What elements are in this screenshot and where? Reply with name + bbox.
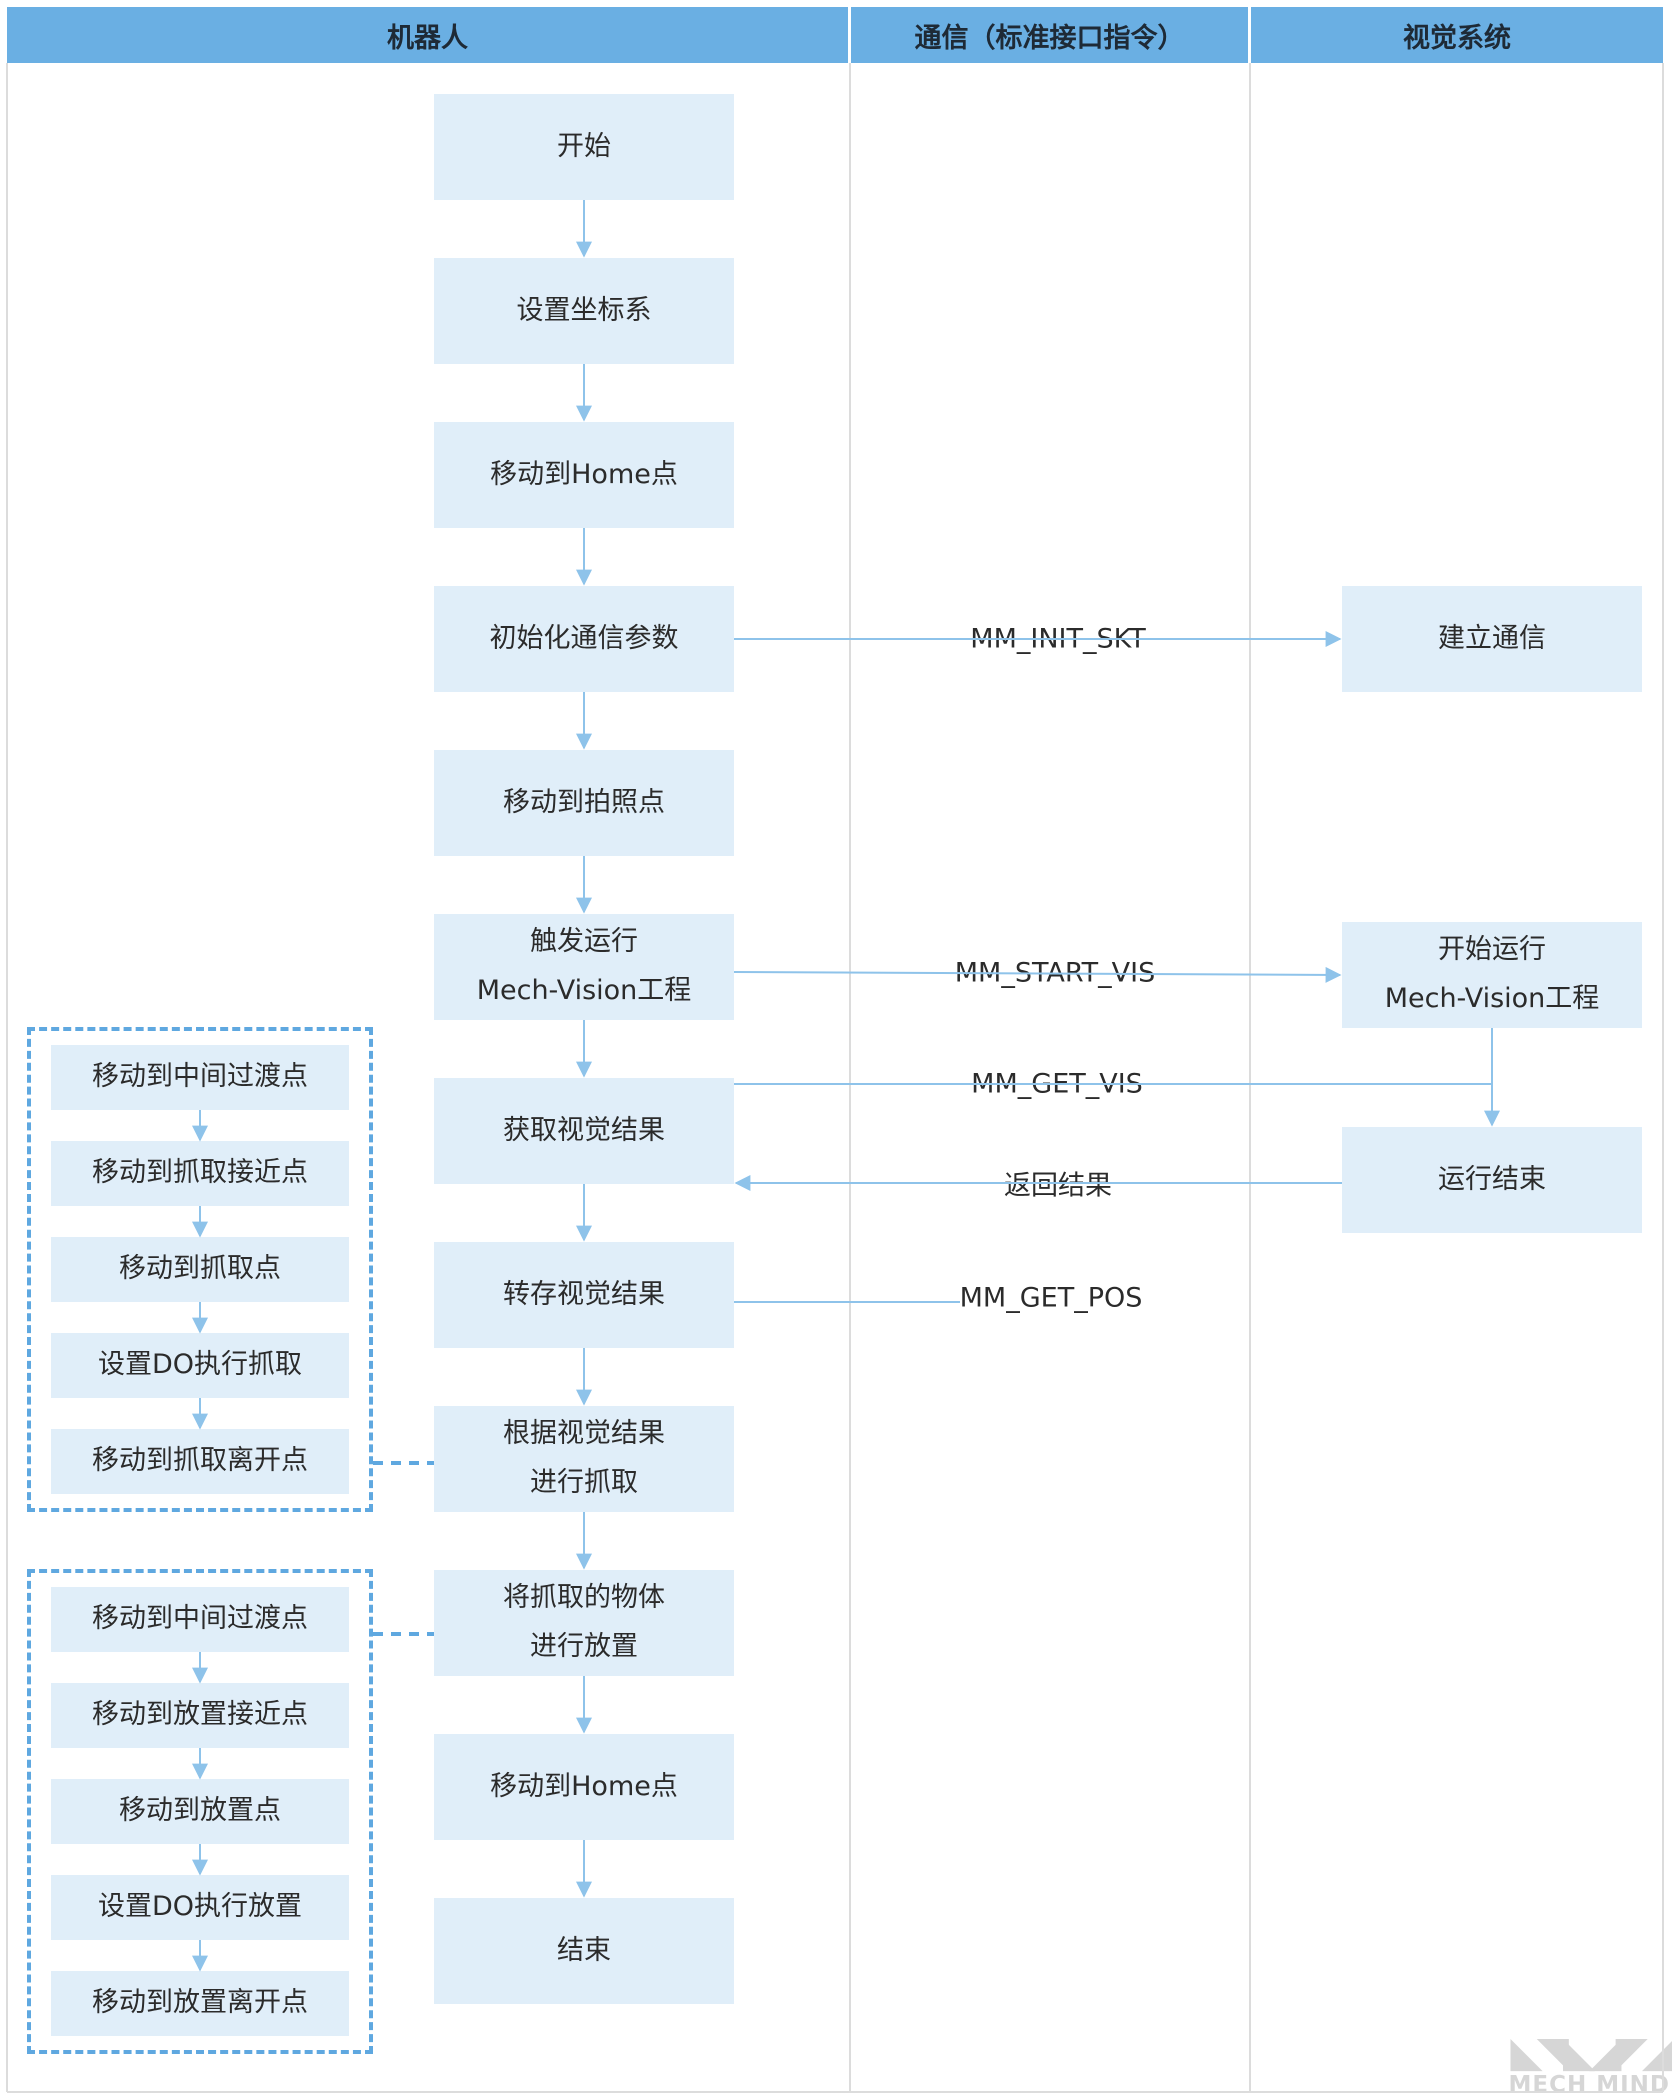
pick-step-5-line-1: 移动到抓取离开点: [92, 1445, 308, 1477]
place-step-4-line-1: 设置DO执行放置: [97, 1891, 303, 1923]
flow-node-pick: 根据视觉结果进行抓取: [434, 1406, 734, 1512]
flow-node-trigger-line-1: 触发运行: [530, 926, 638, 958]
flow-node-end: 结束: [434, 1898, 734, 2004]
message-label-start-vis: MM_START_VIS: [949, 957, 1161, 989]
flow-node-move-home: 移动到Home点: [434, 422, 734, 528]
flow-node-move-photo-line-1: 移动到拍照点: [503, 786, 665, 818]
flow-node-move-photo: 移动到拍照点: [434, 750, 734, 856]
place-step-2: 移动到放置接近点: [51, 1683, 349, 1748]
vision-node-start-run-line-1: 开始运行: [1438, 934, 1546, 966]
place-step-1: 移动到中间过渡点: [51, 1587, 349, 1652]
flow-node-start: 开始: [434, 94, 734, 200]
message-label-return: 返回结果: [999, 1163, 1117, 1203]
vision-node-start-run: 开始运行 Mech-Vision工程: [1342, 922, 1642, 1028]
vision-node-run-end: 运行结束: [1342, 1127, 1642, 1233]
flow-node-set-frame: 设置坐标系: [434, 258, 734, 364]
message-label-get-vis: MM_GET_VIS: [966, 1068, 1148, 1100]
place-step-3: 移动到放置点: [51, 1779, 349, 1844]
flow-node-move-home2-line-1: 移动到Home点: [490, 1770, 678, 1802]
flow-node-end-line-1: 结束: [557, 1934, 611, 1966]
message-label-init: MM_INIT_SKT: [965, 623, 1151, 655]
place-step-4: 设置DO执行放置: [51, 1875, 349, 1940]
pick-step-3: 移动到抓取点: [51, 1237, 349, 1302]
pick-step-1: 移动到中间过渡点: [51, 1045, 349, 1110]
flow-node-init-comm-line-1: 初始化通信参数: [489, 622, 679, 654]
pick-step-4-line-1: 设置DO执行抓取: [97, 1349, 303, 1381]
vision-node-start-run-line-2: Mech-Vision工程: [1384, 983, 1600, 1014]
flow-node-move-home2: 移动到Home点: [434, 1734, 734, 1840]
watermark-text: MECH MIND: [1508, 2072, 1670, 2098]
pick-step-3-line-1: 移动到抓取点: [119, 1253, 281, 1285]
flow-node-start-line-1: 开始: [557, 130, 611, 162]
flow-node-place-line-2: 进行放置: [530, 1631, 638, 1662]
place-step-1-line-1: 移动到中间过渡点: [92, 1603, 308, 1635]
flow-node-move-home-line-1: 移动到Home点: [490, 458, 678, 490]
place-step-2-line-1: 移动到放置接近点: [92, 1699, 308, 1731]
place-step-3-line-1: 移动到放置点: [119, 1795, 281, 1827]
watermark-logo: ◣◥◣◢◤◢: [1510, 2027, 1672, 2076]
pick-step-2-line-1: 移动到抓取接近点: [92, 1157, 308, 1189]
flow-node-get-result: 获取视觉结果: [434, 1078, 734, 1184]
flow-node-place-line-1: 将抓取的物体: [503, 1582, 665, 1614]
vision-node-run-end-line-1: 运行结束: [1438, 1163, 1546, 1195]
flow-node-save-result: 转存视觉结果: [434, 1242, 734, 1348]
pick-step-2: 移动到抓取接近点: [51, 1141, 349, 1206]
vision-node-establish-line-1: 建立通信: [1438, 622, 1546, 654]
flow-node-get-result-line-1: 获取视觉结果: [503, 1114, 665, 1146]
lane-header-comm: 通信（标准接口指令）: [851, 7, 1248, 63]
flow-node-place: 将抓取的物体进行放置: [434, 1570, 734, 1676]
flow-node-trigger: 触发运行 Mech-Vision工程: [434, 914, 734, 1020]
place-step-5-line-1: 移动到放置离开点: [92, 1987, 308, 2019]
lane-header-vision: 视觉系统: [1251, 7, 1663, 63]
pick-step-1-line-1: 移动到中间过渡点: [92, 1061, 308, 1093]
flow-node-pick-line-2: 进行抓取: [530, 1467, 638, 1498]
flow-node-save-result-line-1: 转存视觉结果: [503, 1278, 665, 1310]
vision-node-establish: 建立通信: [1342, 586, 1642, 692]
watermark: ◣◥◣◢◤◢ MECH MIND: [1508, 2027, 1672, 2098]
pick-step-4: 设置DO执行抓取: [51, 1333, 349, 1398]
lane-header-robot: 机器人: [7, 7, 848, 63]
pick-step-5: 移动到抓取离开点: [51, 1429, 349, 1494]
place-step-5: 移动到放置离开点: [51, 1971, 349, 2036]
flow-node-set-frame-line-1: 设置坐标系: [516, 294, 652, 326]
flow-node-pick-line-1: 根据视觉结果: [503, 1418, 665, 1450]
pick-group-frame: [27, 1027, 373, 1512]
flow-node-trigger-line-2: Mech-Vision工程: [476, 975, 692, 1006]
message-label-get-pos: MM_GET_POS: [954, 1282, 1148, 1314]
flow-node-init-comm: 初始化通信参数: [434, 586, 734, 692]
place-group-frame: [27, 1569, 373, 2054]
